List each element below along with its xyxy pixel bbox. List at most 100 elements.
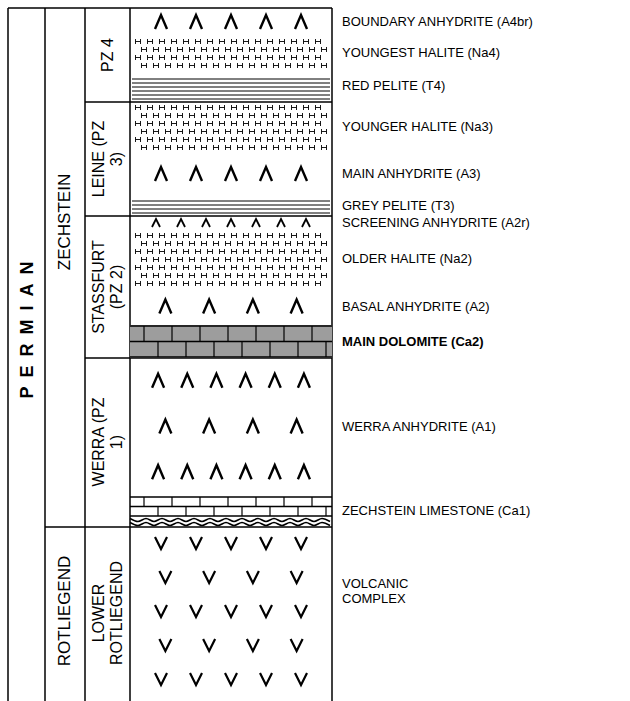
halite-symbol [178,145,183,150]
lithology-band: YOUNGEST HALITE (Na4) [130,36,332,70]
halite-symbol [256,137,261,142]
halite-symbol [292,265,297,270]
dolomite-brick-line [241,342,242,358]
halite-symbol [256,281,261,286]
halite-symbol [316,39,321,44]
halite-symbol [142,113,147,118]
unit-column-cell: STASSFURT (PZ 2) [85,216,130,358]
unit-column-cell: LOWER ROTLIEGEND [85,527,130,701]
halite-symbol [256,121,261,126]
halite-symbol [208,233,213,238]
halite-symbol [226,113,231,118]
halite-symbol [220,281,225,286]
halite-symbol [310,113,315,118]
unit-column-cell: WERRA (PZ 1) [85,358,130,527]
halite-symbol [154,257,159,262]
halite-symbol [250,273,255,278]
halite-symbol [172,265,177,270]
dolomite-brick-line [130,325,332,326]
anhydrite-symbol [159,420,171,434]
anhydrite-symbol [155,15,167,29]
lithology-pattern [130,102,332,152]
halite-symbol [160,105,165,110]
limestone-brick-line [227,497,228,507]
pelite-line [132,95,330,96]
halite-symbol [166,113,171,118]
lithology-pattern [130,36,332,70]
dolomite-brick-line [283,326,284,342]
halite-symbol [208,249,213,254]
unit-column-cell: ZECHSTEIN [45,8,85,527]
halite-symbol [268,55,273,60]
halite-symbol [250,129,255,134]
halite-symbol [250,145,255,150]
halite-symbol [304,121,309,126]
halite-symbol [322,273,327,278]
halite-symbol [202,257,207,262]
halite-symbol [238,113,243,118]
limestone-brick-line [157,507,158,517]
dolomite-brick-line [185,342,186,358]
halite-symbol [280,281,285,286]
halite-symbol [220,39,225,44]
halite-symbol [172,105,177,110]
volcanic-symbol [291,571,303,583]
halite-symbol [310,63,315,68]
anhydrite-symbol [291,300,303,314]
lithology-band: WERRA ANHYDRITE (A1) [130,358,332,495]
halite-symbol [304,105,309,110]
dolomite-brick-line [213,342,214,358]
halite-symbol [184,39,189,44]
halite-symbol [166,257,171,262]
halite-symbol [304,281,309,286]
halite-symbol [280,265,285,270]
dolomite-brick-line [157,342,158,358]
unit-name: PERMIAN [16,216,36,445]
halite-symbol [286,63,291,68]
dolomite-brick-line [171,326,172,342]
halite-symbol [298,273,303,278]
pelite-line [132,83,330,84]
halite-symbol [136,105,141,110]
halite-symbol [196,121,201,126]
unit-name: ROTLIEGEND [55,526,74,696]
halite-symbol [190,47,195,52]
halite-symbol [280,55,285,60]
lithology-pattern [130,70,332,102]
halite-symbol [136,265,141,270]
halite-symbol [244,39,249,44]
unit-name: LEINE (PZ 3) [90,119,126,199]
halite-symbol [262,47,267,52]
lithology-pattern [130,216,332,230]
halite-symbol [202,129,207,134]
frame-line [85,101,332,103]
halite-symbol [184,105,189,110]
halite-symbol [256,265,261,270]
halite-symbol [250,47,255,52]
lithology-band: MAIN DOLOMITE (Ca2) [130,325,332,358]
limestone-brick-line [143,497,144,507]
dolomite-brick-line [143,326,144,342]
lithology-band: RED PELITE (T4) [130,70,332,102]
lithology-band: VOLCANIC COMPLEX [130,527,332,701]
frame-line [44,8,46,701]
limestone-brick-line [325,507,326,517]
halite-symbol [310,257,315,262]
halite-symbol [196,137,201,142]
halite-symbol [298,145,303,150]
halite-symbol [238,129,243,134]
volcanic-symbol [203,639,215,651]
halite-symbol [322,145,327,150]
halite-symbol [292,55,297,60]
anhydrite-symbol [260,167,272,181]
halite-symbol [268,137,273,142]
halite-symbol [322,47,327,52]
anhydrite-symbol [181,374,193,388]
lithology-pattern [130,196,332,216]
halite-symbol [196,55,201,60]
halite-symbol [316,105,321,110]
anhydrite-symbol [277,219,285,227]
halite-symbol [160,137,165,142]
halite-symbol [154,145,159,150]
halite-symbol [142,47,147,52]
